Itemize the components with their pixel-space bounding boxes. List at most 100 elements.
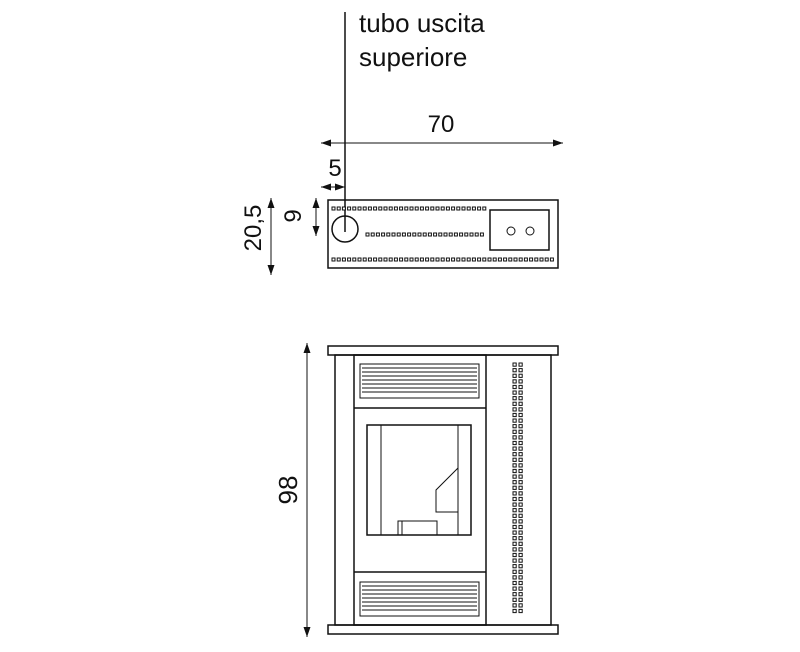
vent-hole <box>414 257 419 262</box>
vent-hole <box>518 586 523 591</box>
vent-hole <box>336 257 341 262</box>
vent-hole <box>518 524 523 530</box>
width-dimension-label: 70 <box>428 111 455 138</box>
vent-hole <box>518 496 523 502</box>
depth-dimension-label: 20,5 <box>240 205 267 252</box>
vent-hole <box>451 206 456 211</box>
vent-hole <box>512 496 517 502</box>
vent-hole <box>518 485 523 490</box>
vent-hole <box>414 206 419 211</box>
vent-hole <box>464 232 469 237</box>
vent-hole <box>487 257 492 262</box>
vent-hole <box>518 597 523 602</box>
vent-hole <box>512 440 517 446</box>
vent-hole <box>518 547 523 552</box>
vent-hole <box>430 206 435 211</box>
vent-hole <box>331 206 336 211</box>
vent-hole <box>518 396 523 401</box>
vent-hole <box>544 257 549 262</box>
vent-hole <box>391 232 396 237</box>
vent-hole <box>512 485 517 490</box>
vent-hole <box>512 468 517 474</box>
vent-hole <box>539 257 544 262</box>
vent-hole <box>425 257 430 262</box>
vent-hole <box>438 232 443 237</box>
vent-hole <box>518 580 523 586</box>
outlet-offset-x-label: 5 <box>328 155 341 182</box>
vent-hole <box>518 412 523 418</box>
vent-hole <box>512 592 517 597</box>
vent-hole <box>512 390 517 395</box>
vent-hole <box>393 257 398 262</box>
vent-hole <box>357 206 362 211</box>
vent-hole <box>512 384 517 390</box>
vent-hole <box>396 232 401 237</box>
vent-hole <box>512 463 517 468</box>
vent-hole <box>341 206 346 211</box>
vent-hole <box>512 480 517 485</box>
vent-hole <box>479 232 484 237</box>
control-knob-right <box>525 226 535 236</box>
vent-hole <box>518 257 523 262</box>
vent-hole <box>482 257 487 262</box>
vent-hole <box>409 257 414 262</box>
vent-hole <box>430 257 435 262</box>
vent-hole <box>518 429 523 434</box>
vent-hole <box>331 257 336 262</box>
vent-hole <box>512 558 517 563</box>
vent-hole <box>419 257 424 262</box>
vent-hole <box>512 569 517 574</box>
vent-hole <box>427 232 432 237</box>
vent-hole <box>518 373 523 378</box>
vent-hole <box>512 379 517 384</box>
vent-hole <box>373 206 378 211</box>
vent-hole <box>518 424 523 429</box>
vent-hole <box>518 463 523 468</box>
vent-hole <box>401 232 406 237</box>
base-plate <box>327 624 559 635</box>
front-panel <box>353 354 487 626</box>
vent-hole <box>518 536 523 541</box>
vent-hole <box>518 519 523 524</box>
vent-hole <box>461 206 466 211</box>
vent-hole <box>518 379 523 384</box>
vent-hole <box>440 206 445 211</box>
control-panel-box <box>489 209 550 251</box>
door-handle <box>397 520 438 536</box>
vent-hole <box>518 440 523 446</box>
vent-hole <box>512 519 517 524</box>
vent-hole <box>512 603 517 608</box>
vent-hole <box>518 608 523 614</box>
fire-door <box>366 424 472 536</box>
vent-hole <box>518 569 523 574</box>
vent-hole <box>512 530 517 535</box>
vent-hole <box>518 508 523 513</box>
vent-hole <box>518 603 523 608</box>
vent-hole <box>512 368 517 373</box>
vent-hole <box>383 257 388 262</box>
vent-hole <box>347 257 352 262</box>
vent-hole <box>512 418 517 423</box>
vent-hole <box>518 384 523 390</box>
upper-grille-frame <box>359 363 480 399</box>
vent-hole <box>378 257 383 262</box>
vent-hole <box>513 257 518 262</box>
height-dimension-label: 98 <box>273 476 303 505</box>
vent-hole <box>512 536 517 541</box>
vent-hole <box>386 232 391 237</box>
vent-hole <box>482 206 487 211</box>
vent-hole <box>404 206 409 211</box>
vent-hole <box>529 257 534 262</box>
vent-hole <box>492 257 497 262</box>
vent-hole <box>404 257 409 262</box>
vent-hole <box>367 257 372 262</box>
vent-hole <box>357 257 362 262</box>
vent-hole <box>471 257 476 262</box>
vent-hole <box>503 257 508 262</box>
vent-hole <box>518 480 523 485</box>
vent-hole <box>512 446 517 451</box>
vent-hole <box>518 457 523 462</box>
vent-hole <box>451 257 456 262</box>
vent-hole <box>518 575 523 580</box>
vent-hole <box>512 513 517 518</box>
